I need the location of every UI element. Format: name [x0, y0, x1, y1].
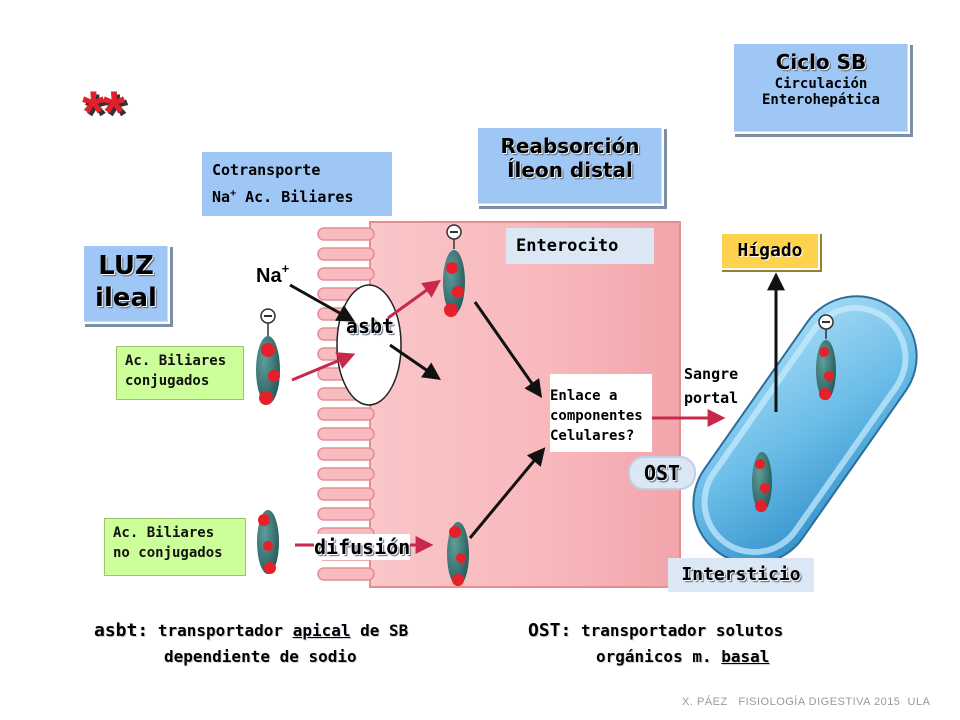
higado-box: Hígado [720, 232, 820, 270]
difusion-label: difusión [314, 534, 411, 560]
molecule-cell-top [443, 224, 465, 317]
molecule-lumen-unconj [257, 510, 279, 574]
ciclo-line1: Circulación [774, 76, 868, 92]
arrow-na-in [289, 283, 356, 322]
footnote-asbt-line2: dependiente de sodio [164, 647, 357, 666]
enlace-line1: Enlace a [550, 388, 618, 404]
ciclo-title: Ciclo SB [775, 50, 867, 74]
luz-line2: ileal [95, 283, 157, 313]
no-conjugados-line2: no conjugados [113, 545, 223, 561]
footnote-ost-line1: OST: transportador solutos [528, 620, 784, 641]
conjugados-box: Ac. Biliares conjugados [116, 346, 244, 400]
sangre-line2: portal [684, 389, 739, 407]
no-conjugados-box: Ac. Biliares no conjugados [104, 518, 246, 576]
sangre-line1: Sangre [684, 365, 739, 383]
ciclo-sb-box: Ciclo SB Circulación Enterohepática [732, 42, 910, 134]
enlace-line2: componentes [550, 408, 643, 424]
portal-vessel [692, 295, 918, 565]
conjugados-line2: conjugados [125, 373, 210, 389]
footnote-asbt: asbt: transportador apical de SB dependi… [94, 618, 474, 670]
molecule-vessel-top [816, 314, 836, 400]
ost-transporter: OST [628, 456, 696, 490]
enlace-line3: Celulares? [550, 428, 635, 444]
footnote-ost-line2: orgánicos m. basal [596, 647, 770, 666]
sangre-portal-label: Sangre portal [684, 362, 738, 410]
luz-line1: LUZ [98, 251, 154, 281]
no-conjugados-line1: Ac. Biliares [113, 525, 215, 541]
footnote-asbt-line1: asbt: transportador apical de SB [94, 620, 409, 641]
molecule-lumen-conj [256, 308, 280, 405]
cotransporte-line1: Cotransporte [212, 161, 321, 179]
cotransporte-line2: Na+ Ac. Biliares [212, 188, 354, 206]
arrow-conj-in [291, 352, 356, 382]
arrow-asbt-up [387, 279, 441, 320]
credit-line: X. PÁEZ FISIOLOGÍA DIGESTIVA 2015 ULA [682, 696, 931, 708]
conjugados-line1: Ac. Biliares [125, 353, 227, 369]
intersticio-label: Intersticio [668, 558, 814, 592]
asbt-label: asbt [345, 314, 395, 338]
arrow-to-binding-top [473, 301, 543, 398]
arrows [289, 272, 785, 554]
reabsorcion-line2: Íleon distal [507, 158, 633, 182]
arrow-asbt-down [389, 343, 441, 381]
reabsorcion-line1: Reabsorción [500, 134, 640, 158]
reabsorcion-box: Reabsorción Íleon distal [476, 126, 664, 206]
enterocito-label: Enterocito [506, 228, 654, 264]
luz-ileal-box: LUZ ileal [82, 244, 170, 324]
cotransporte-box: Cotransporte Na+ Ac. Biliares [202, 152, 392, 216]
sodium-label: Na+ [256, 261, 290, 287]
bile-acid-molecules [256, 224, 836, 586]
arrow-to-binding-bottom [468, 447, 546, 539]
molecule-cell-bottom [447, 522, 469, 586]
molecule-vessel-bottom [752, 452, 772, 512]
double-star: ** [82, 80, 125, 145]
ciclo-line2: Enterohepática [761, 92, 880, 108]
footnote-ost: OST: transportador solutos orgánicos m. … [528, 618, 848, 670]
enlace-box: Enlace a componentes Celulares? [550, 374, 652, 452]
